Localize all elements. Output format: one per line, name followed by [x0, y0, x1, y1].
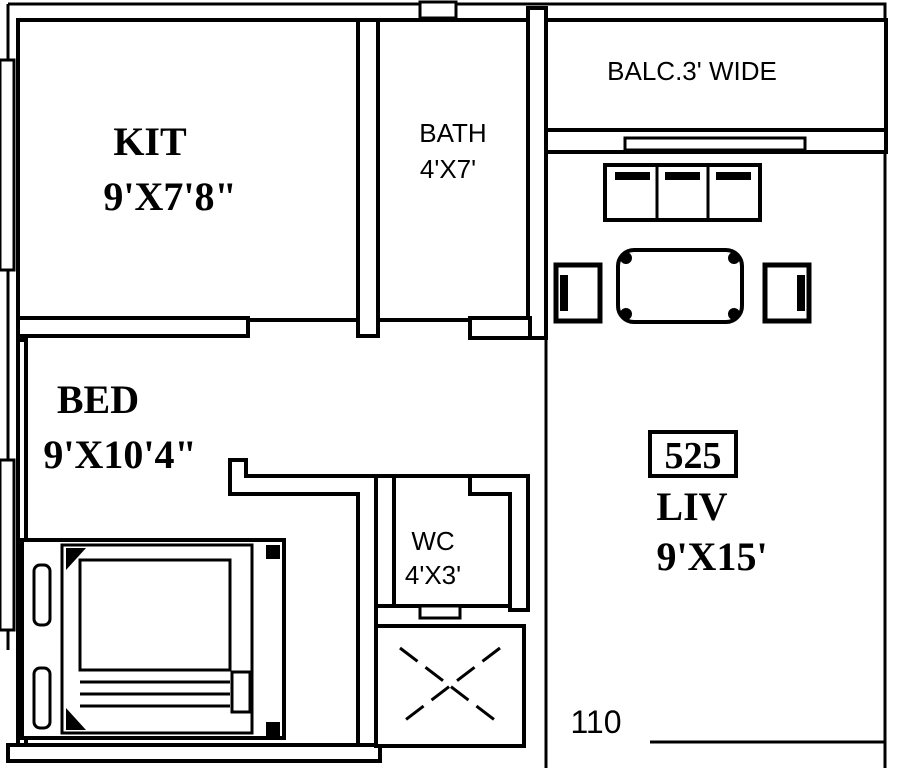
kitchen-size-label: 9'X7'8" — [103, 174, 236, 219]
area-value: 525 — [665, 435, 722, 477]
armchair-icon — [553, 262, 812, 324]
outer-walls — [0, 2, 887, 768]
dining-table-icon — [616, 248, 744, 324]
double-bed-icon — [20, 538, 286, 740]
living-room — [544, 152, 885, 768]
balcony-label: BALC.3' WIDE — [607, 56, 777, 86]
balcony-area — [544, 18, 888, 154]
sofa-icon — [603, 163, 762, 222]
wc-name-label: WC — [411, 526, 454, 556]
bath-name-label: BATH — [419, 118, 486, 148]
kitchen-room — [16, 18, 380, 338]
area-box: 525 — [648, 430, 738, 478]
unit-number: 110 — [570, 704, 621, 740]
bedroom-name-label: BED — [57, 377, 139, 422]
living-size-label: 9'X15' — [656, 534, 767, 579]
kitchen-name-label: KIT — [113, 119, 187, 164]
bath-room — [376, 0, 548, 340]
bath-size-label: 4'X7' — [420, 154, 476, 184]
living-name-label: LIV — [656, 484, 727, 529]
bedroom-size-label: 9'X10'4" — [43, 432, 196, 477]
wc-size-label: 4'X3' — [405, 560, 461, 590]
lift-shaft-icon — [374, 624, 526, 748]
wc-room — [374, 474, 530, 620]
